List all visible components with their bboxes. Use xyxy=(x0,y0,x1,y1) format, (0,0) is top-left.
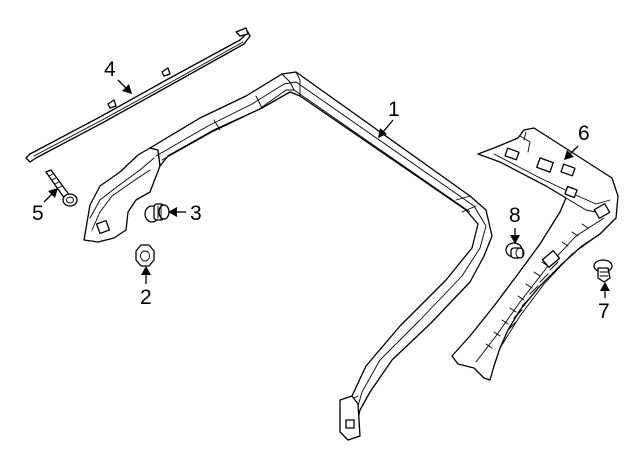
callout-6-label: 6 xyxy=(578,122,590,145)
roof-drip-molding xyxy=(25,27,251,163)
bolt xyxy=(45,169,78,207)
nut xyxy=(135,244,155,267)
callout-2: 2 xyxy=(140,266,152,309)
callout-7-label: 7 xyxy=(598,300,610,323)
callout-4-label: 4 xyxy=(104,58,116,81)
frame-molding-left-bracket xyxy=(83,147,161,243)
callout-1-label: 1 xyxy=(388,98,400,121)
push-retainer xyxy=(505,242,525,259)
callout-1: 1 xyxy=(378,98,400,138)
push-pin-retainer xyxy=(593,259,613,283)
callout-2-label: 2 xyxy=(140,286,152,309)
callout-3: 3 xyxy=(168,202,202,225)
pillar-trim-panel xyxy=(451,127,619,381)
window-frame-molding xyxy=(149,71,493,441)
callout-8-label: 8 xyxy=(509,204,521,227)
callout-6: 6 xyxy=(564,122,590,160)
callout-7: 7 xyxy=(598,282,610,323)
callout-5-label: 5 xyxy=(32,202,44,225)
callout-3-label: 3 xyxy=(190,202,202,225)
callout-5: 5 xyxy=(32,188,58,225)
callout-4: 4 xyxy=(104,58,132,94)
callout-8: 8 xyxy=(509,204,521,244)
clip xyxy=(144,203,170,223)
